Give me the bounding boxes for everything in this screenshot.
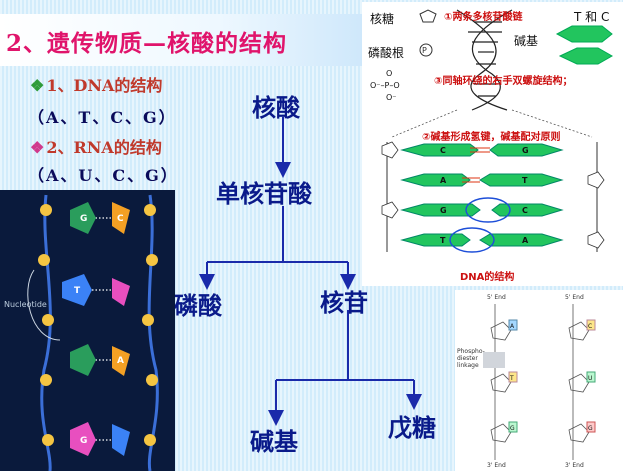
dna-bases: （A、T、C、G） <box>28 108 177 127</box>
svg-text:O⁻–P–O: O⁻–P–O <box>370 81 400 90</box>
bullet-rna: ❖2、RNA的结构 <box>30 138 162 157</box>
dna-diagram-svg: O O⁻–P–O O⁻ <box>370 9 614 253</box>
node-nucleoside: 核苷 <box>320 288 368 317</box>
svg-text:C: C <box>588 323 592 330</box>
nucleotide-figure: G C T A G Nucleotide <box>0 190 175 471</box>
svg-text:O⁻: O⁻ <box>386 93 397 102</box>
svg-text:T: T <box>522 176 528 185</box>
label-tc: T 和 C <box>574 10 610 24</box>
svg-text:T: T <box>509 375 514 382</box>
node-nucleotide: 单核苷酸 <box>216 179 312 208</box>
node-base: 碱基 <box>250 427 298 456</box>
svg-text:C: C <box>440 146 446 155</box>
svg-text:T: T <box>74 286 81 296</box>
svg-text:C: C <box>522 206 528 215</box>
double-helix-icon <box>456 9 513 111</box>
nucleotide-diagram-svg: G C T A G <box>27 194 159 471</box>
node-nucleic-acid: 核酸 <box>252 93 300 122</box>
rna-bases: （A、U、C、G） <box>28 166 179 185</box>
svg-text:G: G <box>440 206 447 215</box>
dna-structure-figure: O O⁻–P–O O⁻ <box>362 2 623 286</box>
svg-text:A: A <box>522 236 529 245</box>
rna-diagram-svg: A T G C U G <box>483 304 596 460</box>
diamond-bullet-icon: ❖ <box>30 138 45 157</box>
svg-text:G: G <box>510 425 515 432</box>
dna-caption: DNA的结构 <box>460 272 515 283</box>
svg-text:G: G <box>80 436 87 446</box>
svg-text:O: O <box>386 69 392 78</box>
base-ag-icon <box>558 47 614 65</box>
svg-text:U: U <box>588 375 592 382</box>
rna-3-end-right: 3' End <box>565 462 584 469</box>
svg-text:A: A <box>117 356 124 366</box>
rna-3-end-left: 3' End <box>487 462 506 469</box>
rna-chain-figure: A T G C U G 5' End 5' End Phospho-dieste… <box>455 290 623 471</box>
label-phosphate-symbol: P <box>422 46 427 55</box>
svg-text:G: G <box>80 214 87 224</box>
node-phosphate: 磷酸 <box>174 291 222 320</box>
svg-text:T: T <box>440 236 446 245</box>
label-phosphate: 磷酸根 <box>368 46 405 60</box>
note-hydrogen-bonds: ②碱基形成氢键，碱基配对原则 <box>422 132 561 143</box>
slide-title: 2、遗传物质—核酸的结构 <box>6 30 288 57</box>
svg-text:G: G <box>522 146 529 155</box>
svg-text:C: C <box>117 214 124 224</box>
base-pair-rows <box>400 143 564 247</box>
svg-text:A: A <box>510 323 515 330</box>
rna-phosphodiester-label: Phospho-diester linkage <box>457 348 485 369</box>
label-sugar: 核糖 <box>370 12 395 26</box>
note-double-helix: ③同轴环绕的右手双螺旋结构； <box>434 76 573 87</box>
rna-5-end-right: 5' End <box>565 294 584 301</box>
base-tc-icon <box>555 25 613 43</box>
label-base: 碱基 <box>514 34 539 48</box>
node-pentose: 戊糖 <box>388 413 436 442</box>
nucleotide-label: Nucleotide <box>4 300 47 309</box>
title-bar <box>0 14 362 66</box>
phosphate-symbol-icon <box>419 43 433 57</box>
bullet-dna: ❖1、DNA的结构 <box>30 76 163 95</box>
svg-text:G: G <box>588 425 593 432</box>
rna-5-end-left: 5' End <box>487 294 506 301</box>
sugar-icon <box>419 9 437 23</box>
diamond-bullet-icon: ❖ <box>30 76 45 95</box>
note-two-chains: ①两条多核苷酸链 <box>444 12 523 23</box>
svg-text:A: A <box>440 176 447 185</box>
